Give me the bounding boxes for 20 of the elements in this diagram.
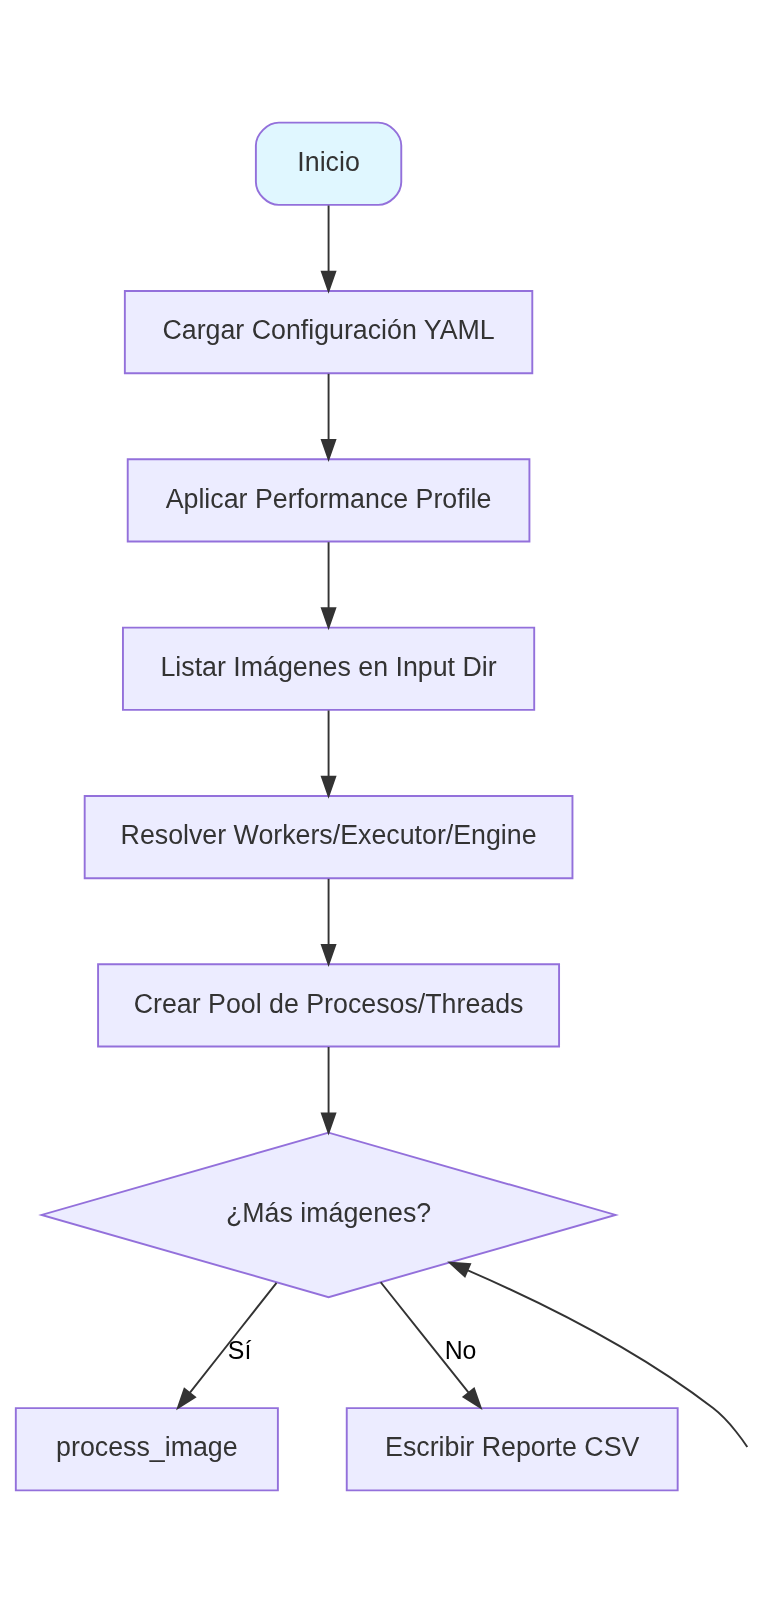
arrow [320, 204, 337, 294]
node-box: Resolver Workers/Executor/Engine [83, 794, 574, 879]
arrow [320, 877, 337, 967]
node-diamond: ¿Más imágenes? [38, 1131, 619, 1298]
arrow [320, 709, 337, 799]
arrow [176, 1281, 278, 1410]
node-box: Inicio [254, 121, 403, 206]
arrow [320, 540, 337, 630]
arrow [447, 1261, 749, 1448]
node-box: Escribir Reporte CSV [345, 1406, 679, 1491]
edge-label: Sí [227, 1335, 252, 1364]
edge-label: No [444, 1335, 477, 1364]
node-box: process_image [14, 1406, 279, 1491]
node-box: Crear Pool de Procesos/Threads [97, 962, 561, 1047]
node-box: Listar Imágenes en Input Dir [122, 626, 536, 711]
arrow [320, 1045, 337, 1135]
node-box: Aplicar Performance Profile [126, 457, 531, 543]
arrow [320, 372, 337, 462]
node-box: Cargar Configuración YAML [123, 289, 534, 374]
arrow [379, 1280, 483, 1410]
